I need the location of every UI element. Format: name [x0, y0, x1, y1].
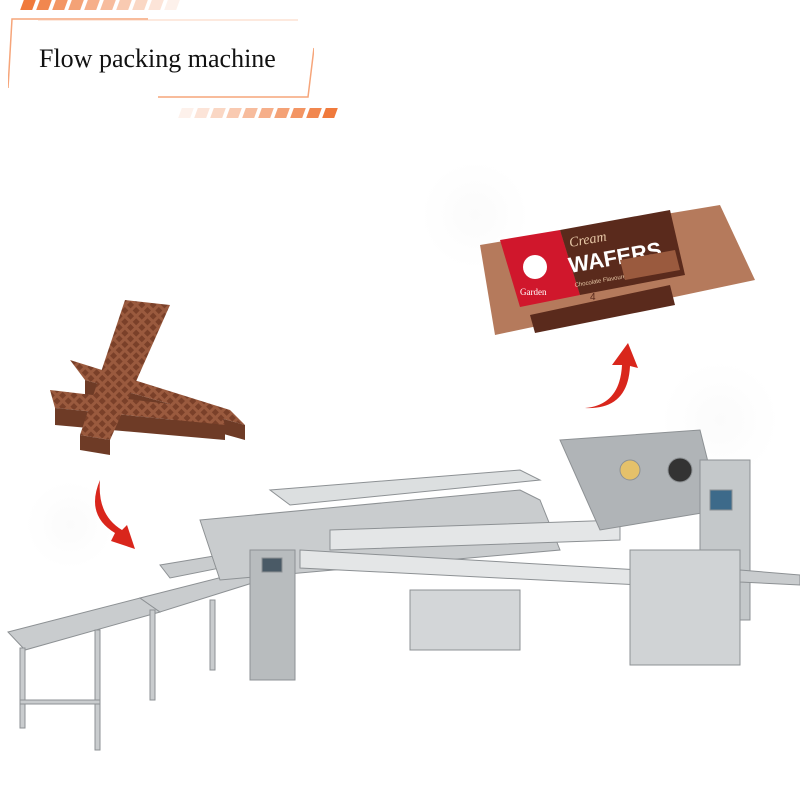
- decorative-stripes-bottom: [178, 108, 338, 118]
- page-title: Flow packing machine: [39, 44, 276, 73]
- curved-arrow-up-icon: [585, 343, 638, 409]
- flow-packing-machine-image: [7, 429, 800, 751]
- curved-arrow-down-right-icon: [95, 480, 135, 549]
- package-brand-logo: Garden: [520, 287, 547, 297]
- title-frame: [8, 18, 314, 98]
- wafer-package-image: Garden Cream WAFERS Chocolate Flavoured …: [480, 205, 755, 335]
- package-name-script: Cream: [568, 230, 608, 251]
- wafer-biscuits-image: [50, 300, 245, 455]
- decorative-stripes-top: [20, 0, 180, 10]
- package-count: 4: [590, 292, 596, 303]
